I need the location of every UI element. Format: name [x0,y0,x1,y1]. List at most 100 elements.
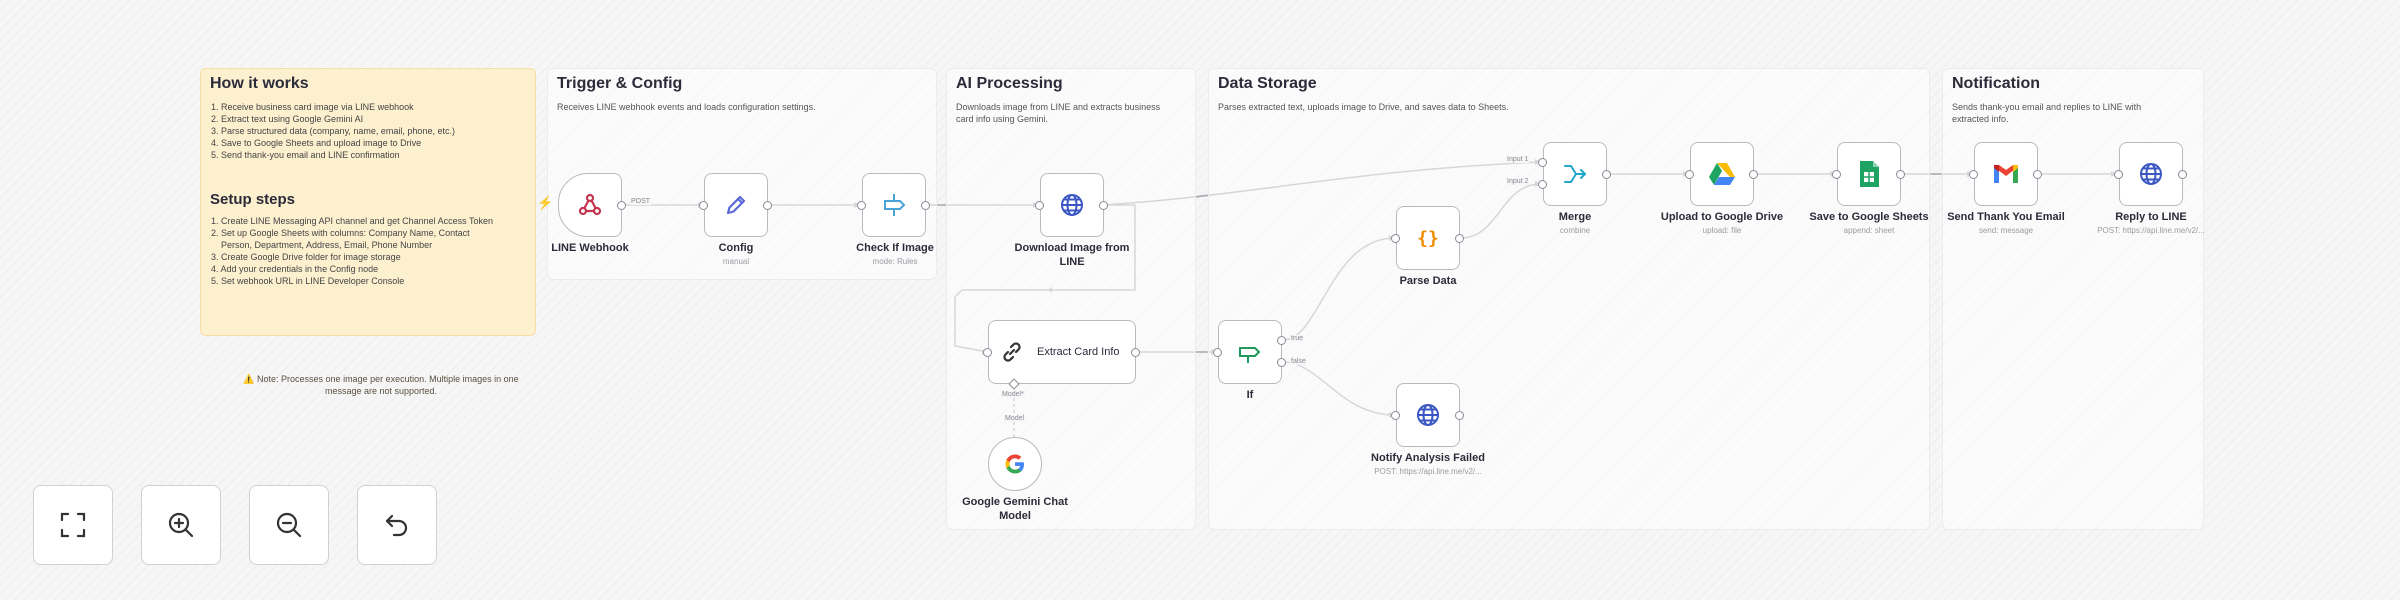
input-port[interactable] [1832,170,1841,179]
node-subtitle: POST: https://api.line.me/v2/... [1374,467,1482,476]
sticky-data-storage[interactable]: Data Storage Parses extracted text, uplo… [1208,68,1930,530]
node-label: Send Thank You Email [1947,211,2065,223]
input-port[interactable] [699,201,708,210]
undo-icon [385,514,408,537]
node-label: Merge [1558,211,1592,223]
input-port[interactable] [1213,348,1222,357]
node-label: Config [718,242,754,254]
note-line: ⚠️ Note: Processes one image per executi… [243,374,519,384]
node-label: Extract Card Info [1037,346,1120,358]
node-send-thank-you-email[interactable] [1974,142,2038,206]
sticky-how-it-works[interactable]: How it works 1. Receive business card im… [200,68,536,396]
desc-line: card info using Gemini. [956,114,1049,124]
list-item: 4. Save to Google Sheets and upload imag… [211,138,422,148]
output-port[interactable] [1099,201,1108,210]
list-item: 3. Create Google Drive folder for image … [211,252,401,262]
output-port[interactable] [1455,411,1464,420]
node-label: Google Gemini Chat Model [950,495,1080,523]
node-extract-card-info[interactable]: Extract Card Info [988,320,1136,384]
input-port[interactable] [983,348,992,357]
output-port[interactable] [921,201,930,210]
node-upload-google-drive[interactable] [1690,142,1754,206]
node-parse-data[interactable]: {} [1396,206,1460,270]
edge-label-model: Model [1004,415,1026,422]
node-subtitle: manual [722,257,750,266]
node-google-gemini-chat-model[interactable] [988,437,1042,491]
list-item: Person, Department, Address, Email, Phon… [211,240,433,250]
zoom-in-button[interactable] [141,485,221,565]
output-port[interactable] [763,201,772,210]
output-port[interactable] [617,201,626,210]
section-description: Parses extracted text, uploads image to … [1218,102,1509,112]
output-port[interactable] [1131,348,1140,357]
input-port[interactable] [1035,201,1044,210]
node-download-image[interactable] [1040,173,1104,237]
input-port[interactable] [1685,170,1694,179]
input-port[interactable] [1969,170,1978,179]
edge-label-true: true [1290,335,1305,342]
zoom-out-button[interactable] [249,485,329,565]
node-check-if-image[interactable] [862,173,926,237]
if-icon [1239,347,1261,363]
node-save-google-sheets[interactable] [1837,142,1901,206]
node-if[interactable] [1218,320,1282,384]
output-port[interactable] [2033,170,2042,179]
input-port[interactable] [1391,234,1400,243]
desc-line: Downloads image from LINE and extracts b… [956,102,1161,112]
output-port-true[interactable] [1277,336,1286,345]
node-line-webhook[interactable] [558,173,622,237]
node-reply-to-line[interactable] [2119,142,2183,206]
node-label: Save to Google Sheets [1809,211,1929,223]
node-label: If [1246,389,1254,401]
fit-view-button[interactable] [33,485,113,565]
output-port[interactable] [2178,170,2187,179]
node-subtitle: upload: file [1702,226,1742,235]
node-merge[interactable] [1543,142,1607,206]
edge-label-model-required: Model* [1001,391,1025,398]
section-description: Receives LINE webhook events and loads c… [557,102,816,112]
input-port[interactable] [2114,170,2123,179]
list-item: 1. Receive business card image via LINE … [211,102,414,112]
input-port-1[interactable] [1538,158,1547,167]
input-port-2[interactable] [1538,180,1547,189]
list-item: 2. Set up Google Sheets with columns: Co… [211,228,470,238]
desc-line: extracted info. [1952,114,2009,124]
node-config[interactable] [704,173,768,237]
sticky-ai-processing[interactable]: AI Processing Downloads image from LINE … [946,68,1196,530]
code-braces-icon: {} [1417,228,1439,249]
section-description: Downloads image from LINE and extracts b… [956,101,1160,125]
node-subtitle: combine [1559,226,1591,235]
output-port[interactable] [1896,170,1905,179]
section-title: Data Storage [1218,75,1317,92]
input-port[interactable] [857,201,866,210]
output-port[interactable] [1455,234,1464,243]
label-line: Download Image from [1014,242,1130,254]
chain-link-icon [1003,342,1021,362]
undo-button[interactable] [357,485,437,565]
label-line: LINE [1059,256,1085,268]
node-label: Check If Image [856,242,934,254]
node-notify-analysis-failed[interactable] [1396,383,1460,447]
how-it-works-list: 1. Receive business card image via LINE … [211,101,455,161]
gmail-icon [1994,165,2018,183]
globe-icon [1417,404,1439,426]
input-label-2: Input 2 [1506,178,1530,185]
node-subtitle: POST: https://api.line.me/v2/... [2097,226,2205,235]
output-port[interactable] [1602,170,1611,179]
edge-label-false: false [1290,358,1307,365]
node-label: LINE Webhook [551,242,629,254]
list-item: 3. Parse structured data (company, name,… [211,126,455,136]
input-label-1: Input 1 [1506,156,1530,163]
node-label: Reply to LINE [2115,211,2187,223]
output-port-false[interactable] [1277,358,1286,367]
node-label: Upload to Google Drive [1660,211,1784,223]
input-port[interactable] [1391,411,1400,420]
sticky-notification[interactable]: Notification Sends thank-you email and r… [1942,68,2204,530]
section-title: Notification [1952,75,2040,92]
output-port[interactable] [1749,170,1758,179]
list-item: 2. Extract text using Google Gemini AI [211,114,364,124]
merge-icon [1564,165,1587,183]
globe-icon [2140,163,2162,185]
list-item: 5. Set webhook URL in LINE Developer Con… [211,276,405,286]
